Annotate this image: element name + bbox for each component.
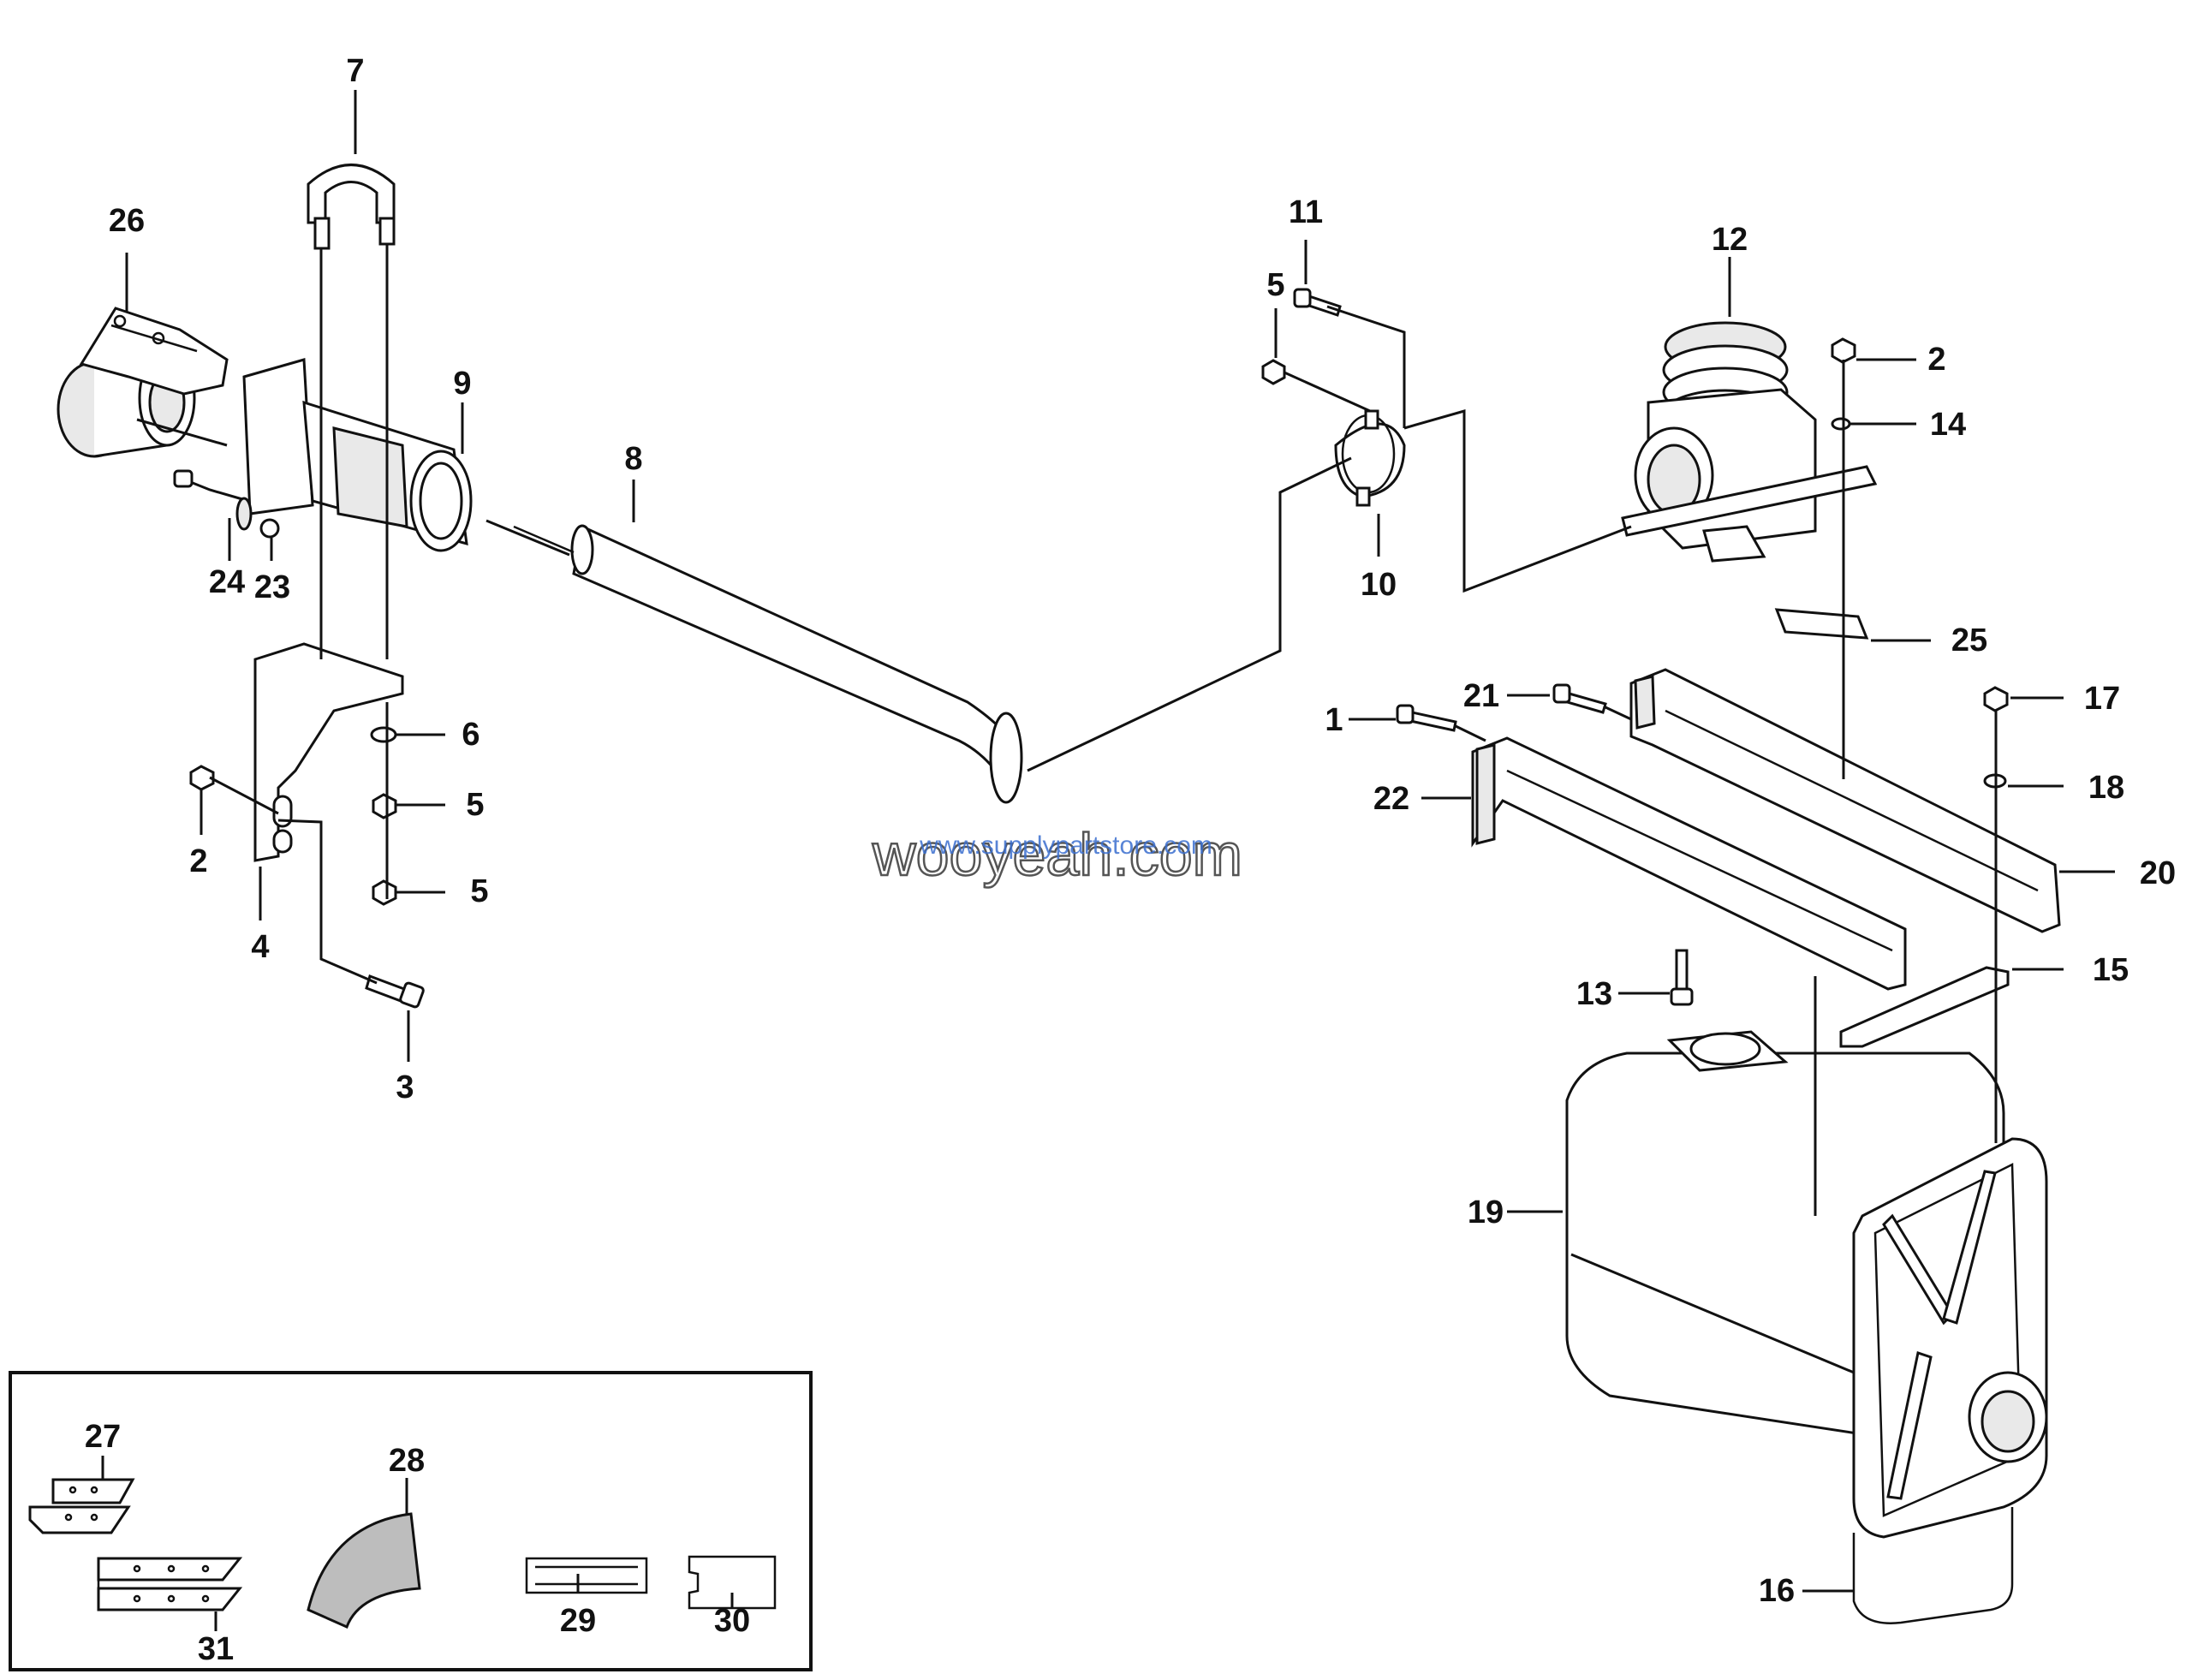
callout-13: 13 [1576, 976, 1612, 1012]
part-15-strap [1839, 966, 2010, 1048]
part-2-nut-left [189, 765, 215, 791]
callout-22: 22 [1373, 781, 1409, 817]
part-3-bolt [365, 974, 425, 1009]
part-12-exhaust-box [1621, 321, 1878, 563]
callout-23: 23 [254, 569, 290, 605]
callout-14: 14 [1930, 407, 1966, 443]
callout-27: 27 [85, 1419, 121, 1455]
callout-26: 26 [109, 203, 145, 239]
callout-20: 20 [2140, 855, 2176, 891]
part-26-rain-cap [57, 307, 229, 458]
part-22-rail [1471, 736, 1907, 991]
part-29-gasket [525, 1557, 648, 1594]
callout-15: 15 [2093, 952, 2129, 988]
callout-8: 8 [624, 441, 642, 477]
callout-25: 25 [1951, 623, 1987, 658]
part-25-shim [1774, 608, 1869, 640]
watermark: wooyeah.com www.supplypartstore.com [871, 820, 1243, 890]
part-30-plate [688, 1555, 777, 1610]
part-24-23-bolt-washer [173, 469, 280, 539]
callout-2-right: 2 [1927, 342, 1945, 378]
part-6-5-washer-nuts [370, 726, 397, 906]
callout-leaders [125, 90, 2115, 1593]
assembly-lines [136, 291, 1998, 1216]
callout-7: 7 [346, 53, 364, 89]
callout-5-b: 5 [470, 873, 488, 909]
callout-2-left: 2 [189, 843, 207, 879]
callout-3: 3 [396, 1069, 414, 1105]
callout-24: 24 [209, 564, 245, 600]
part-9-flanged-pipe [242, 358, 473, 552]
part-4-bracket [253, 642, 404, 862]
callout-6: 6 [462, 717, 480, 753]
part-8-exhaust-pipe [513, 524, 1023, 804]
callout-29: 29 [560, 1603, 596, 1639]
watermark-overlay: www.supplypartstore.com [919, 831, 1212, 860]
callout-5-c: 5 [1266, 267, 1284, 303]
callout-4: 4 [251, 929, 269, 965]
callout-16: 16 [1759, 1573, 1795, 1609]
part-19-muffler [1565, 1030, 2048, 1539]
callout-11: 11 [1289, 194, 1323, 230]
part-20-rail [1629, 668, 2061, 933]
part-10-band-clamp [1334, 409, 1406, 507]
part-16-hanger [1852, 1507, 2014, 1624]
callout-1: 1 [1325, 702, 1343, 738]
callout-21: 21 [1463, 678, 1499, 714]
callout-30: 30 [714, 1603, 750, 1639]
inset-box: 27 28 29 30 31 [9, 1371, 813, 1671]
callout-labels: 26 7 9 8 24 23 6 5 5 2 4 3 11 5 10 12 2 … [109, 53, 2176, 1609]
callout-17: 17 [2084, 681, 2120, 717]
part-27-31-heat-shield-brackets [28, 1478, 243, 1611]
part-1-21-bolts [1396, 683, 1607, 732]
part-13-bolt [1670, 949, 1694, 1006]
part-7-u-clamp [307, 164, 396, 317]
callout-28: 28 [389, 1443, 425, 1479]
part-2-14-nut-washer-right [1831, 337, 1856, 431]
part-28-heat-shield [307, 1512, 421, 1629]
callout-10: 10 [1361, 567, 1397, 603]
part-11-5-bolt-nut [1261, 288, 1342, 385]
callout-9: 9 [453, 366, 471, 402]
callout-12: 12 [1712, 222, 1748, 258]
callout-31: 31 [198, 1631, 234, 1667]
callout-19: 19 [1468, 1194, 1504, 1230]
callout-5-a: 5 [466, 787, 484, 823]
callout-18: 18 [2088, 770, 2124, 806]
watermark-main: wooyeah.com [872, 821, 1242, 888]
